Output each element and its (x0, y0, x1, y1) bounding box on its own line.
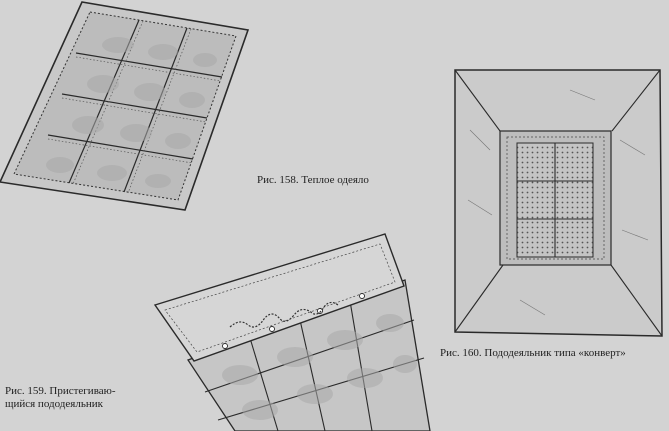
figure-159-caption-line-1: Рис. 159. Пристегиваю- (5, 385, 116, 397)
figure-159-caption: Рис. 159. Пристегиваю- щийся пододеяльни… (5, 385, 116, 411)
figure-159-caption-line-2: щийся пододеяльник (5, 398, 103, 410)
figure-160-caption: Рис. 160. Пододеяльник типа «конверт» (440, 347, 626, 359)
figure-158-caption: Рис. 158. Теплое одеяло (257, 174, 369, 186)
